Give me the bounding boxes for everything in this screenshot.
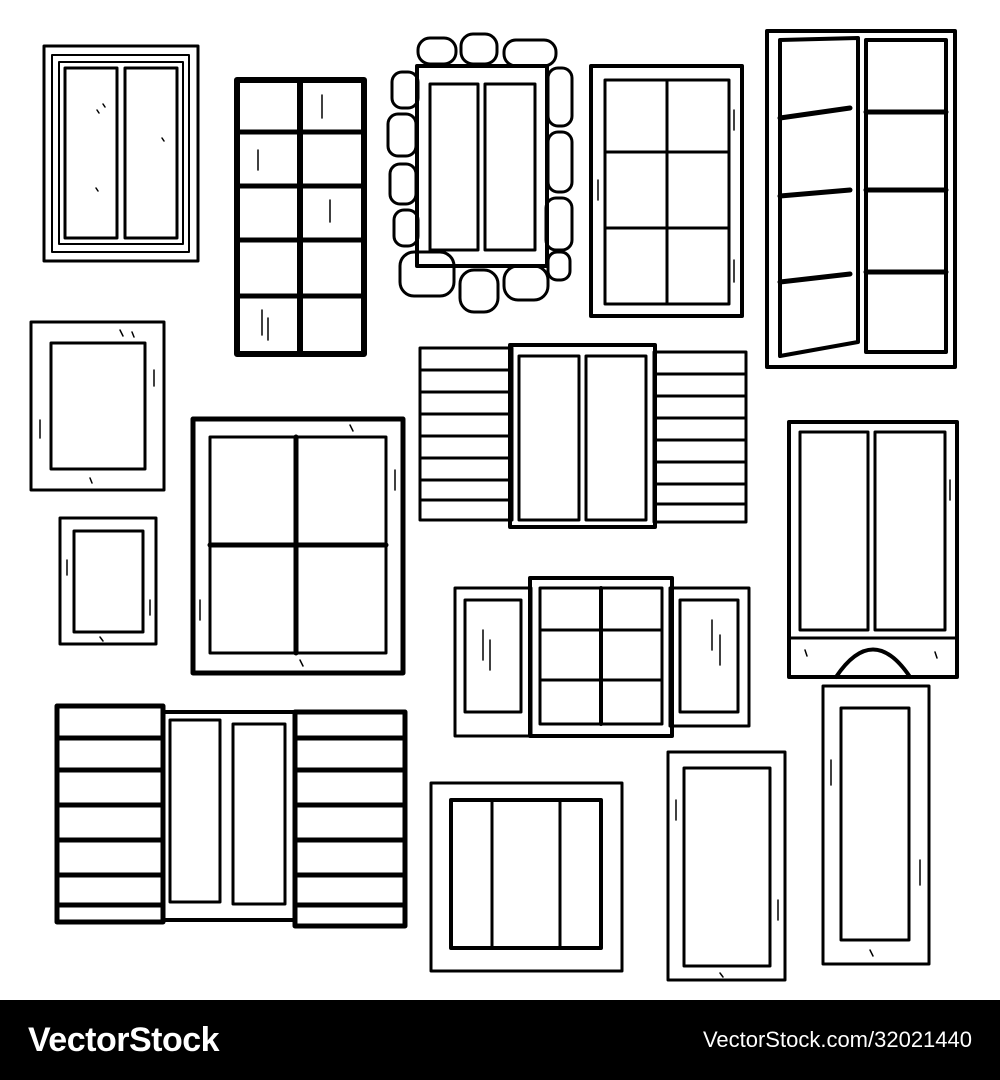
window-tall-grid [234,77,367,357]
window-small-frame [29,320,166,492]
watermark-url: VectorStock.com/32021440 [702,1027,972,1052]
window-tall-frame-right [821,684,931,966]
window-shuttered-double [418,343,748,529]
window-smaller-frame [58,516,158,646]
watermark-bar: VectorStock VectorStock.com/32021440 [0,1000,1000,1080]
window-sketches-illustration [29,29,959,982]
watermark-brand: VectorStock [28,1020,220,1059]
window-arched-sill [787,420,959,679]
window-double-casement [42,44,200,263]
window-open-casement [765,29,957,369]
window-four-pane [190,416,406,676]
window-wide-shuttered [54,703,408,929]
window-three-pane [429,781,624,973]
window-stone-frame [386,32,574,314]
window-six-pane [589,64,744,318]
window-shuttered-grid [453,576,751,738]
window-tall-frame [666,750,787,982]
